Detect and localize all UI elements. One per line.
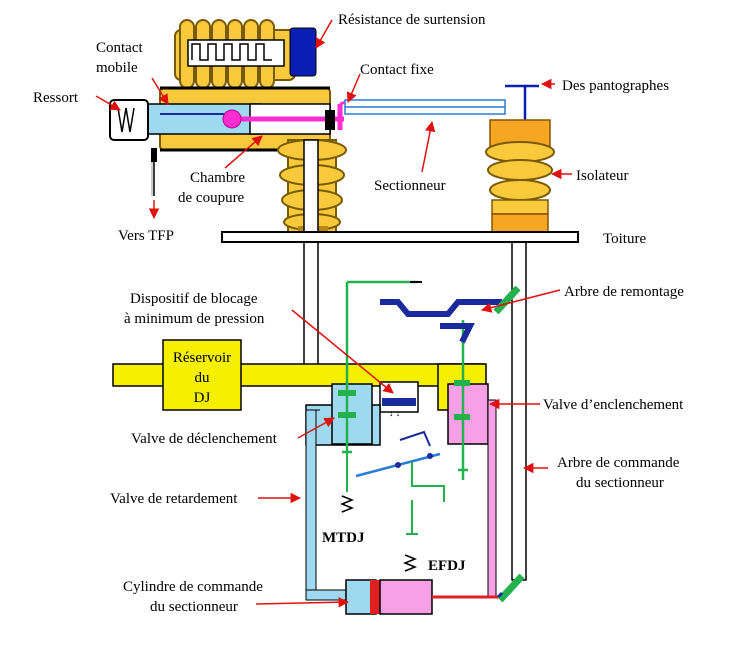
label-chambre-1: Chambre <box>190 170 245 186</box>
label-arbre-commande-1: Arbre de commande <box>557 455 680 471</box>
label-resistance: Résistance de surtension <box>338 12 486 28</box>
cylinder-rod <box>497 573 525 603</box>
rearm-shaft <box>380 285 521 344</box>
label-isolateur: Isolateur <box>576 168 628 184</box>
label-toiture: Toiture <box>603 231 646 247</box>
label-dispositif-2: à minimum de pression <box>124 311 265 327</box>
label-reservoir-3: DJ <box>194 390 211 406</box>
label-cylindre-1: Cylindre de commande <box>123 579 263 595</box>
pressure-lock-device: ↕ ↕ <box>379 381 419 418</box>
label-reservoir-2: du <box>195 370 211 386</box>
label-vers-tfp: Vers TFP <box>118 228 174 244</box>
disconnector-cylinder <box>345 579 504 615</box>
tfp-cable <box>151 148 157 196</box>
label-valve-retardement: Valve de retardement <box>110 491 238 507</box>
label-sectionneur: Sectionneur <box>374 178 446 194</box>
label-efdj: EFDJ <box>428 558 466 574</box>
label-arbre-commande-2: du sectionneur <box>576 475 664 491</box>
label-contact-mobile-1: Contact <box>96 40 143 56</box>
roof-line <box>221 231 579 243</box>
label-valve-declenchement: Valve de déclenchement <box>131 431 278 447</box>
label-valve-enclenchement: Valve d’enclenchement <box>543 397 684 413</box>
label-reservoir-1: Réservoir <box>173 350 231 366</box>
reservoir-pipe <box>112 339 487 411</box>
label-arbre-remontage: Arbre de remontage <box>564 284 684 300</box>
label-contact-fixe: Contact fixe <box>360 62 434 78</box>
label-pantographes: Des pantographes <box>562 78 669 94</box>
blue-pipe <box>305 409 351 601</box>
label-cylindre-2: du sectionneur <box>150 599 238 615</box>
closing-valve <box>447 320 497 599</box>
label-chambre-2: de coupure <box>178 190 245 206</box>
efdj-spring <box>402 554 418 572</box>
label-ressort: Ressort <box>33 90 79 106</box>
label-contact-mobile-2: mobile <box>96 60 138 76</box>
right-isolator <box>485 119 555 581</box>
svg-text:↕ ↕: ↕ ↕ <box>389 408 400 418</box>
label-mtdj: MTDJ <box>322 530 365 546</box>
label-dispositif-1: Dispositif de blocage <box>130 291 258 307</box>
left-insulator <box>277 139 347 377</box>
breaking-chamber <box>109 86 353 152</box>
mtdj-spring <box>339 452 355 513</box>
surge-resistor <box>174 19 317 89</box>
lever-mechanism <box>355 430 445 535</box>
pointer-arrows <box>95 19 572 608</box>
